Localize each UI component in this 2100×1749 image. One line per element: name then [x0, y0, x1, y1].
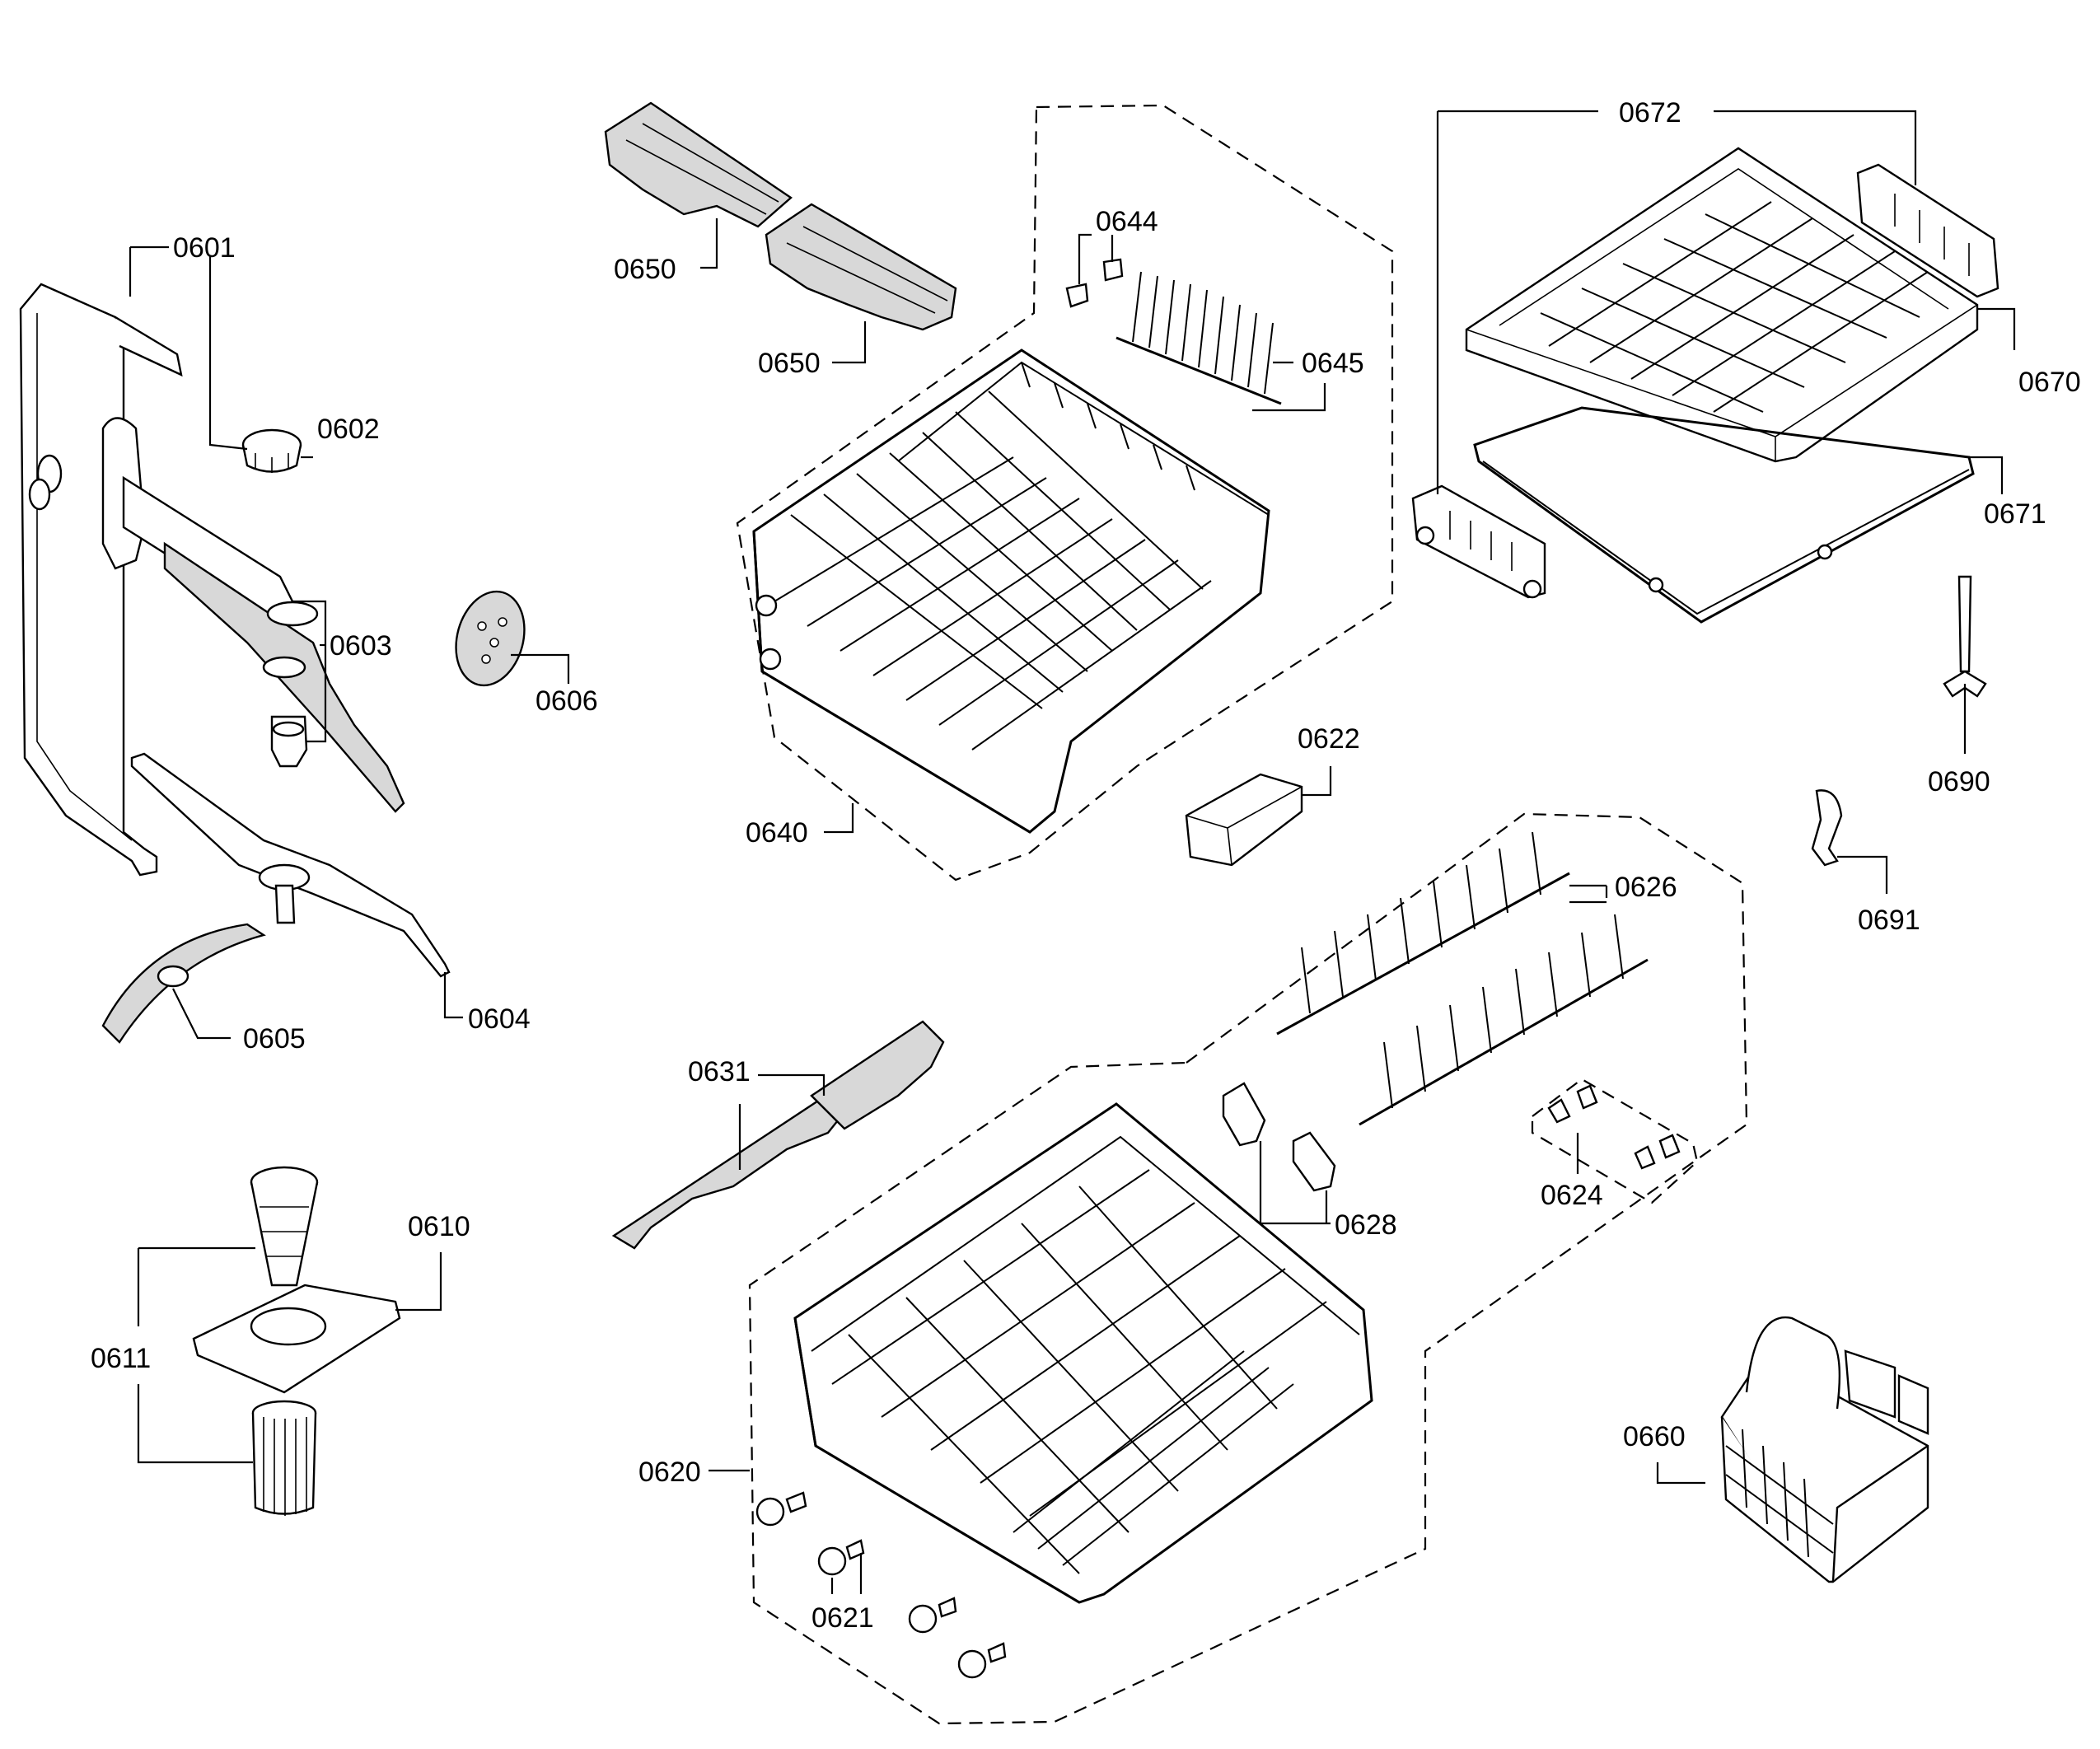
tine-row-upper-part [604, 101, 793, 228]
label-0624: 0624 [1541, 1180, 1603, 1211]
label-0631: 0631 [688, 1056, 751, 1087]
label-0650-upper: 0650 [614, 254, 676, 285]
drawer-rail-right-part [1856, 163, 1999, 298]
label-0610: 0610 [408, 1211, 470, 1242]
foldable-tine-row-part [611, 1020, 945, 1250]
label-0690: 0690 [1928, 766, 1990, 797]
label-0611: 0611 [91, 1343, 151, 1374]
nozzle-ring-part [241, 428, 302, 473]
side-tray-part [1185, 773, 1303, 867]
label-0628: 0628 [1335, 1209, 1397, 1241]
label-0645: 0645 [1302, 348, 1364, 379]
label-0602: 0602 [317, 414, 380, 445]
leader-lines [129, 110, 2016, 1594]
label-0604: 0604 [468, 1003, 531, 1035]
lower-spray-arm-part [130, 752, 451, 978]
drawer-rail-left-part [1411, 484, 1546, 599]
label-0650-lower: 0650 [758, 348, 821, 379]
rack-wheel-3-part [908, 1597, 957, 1634]
fine-filter-part [101, 923, 266, 1044]
rack-wheel-4-part [957, 1642, 1007, 1679]
upper-rack-basket-part [752, 348, 1270, 834]
label-0672: 0672 [1619, 97, 1681, 129]
hook-clip-part [1811, 789, 1843, 867]
rack-wheel-1-part [755, 1491, 807, 1527]
tine-clip-upper-part [1222, 1082, 1266, 1147]
tine-row-lower-part [765, 203, 957, 331]
label-0621: 0621 [811, 1602, 874, 1634]
label-0620: 0620 [638, 1457, 701, 1488]
sump-filter-part [192, 1166, 401, 1516]
label-0603: 0603 [330, 630, 392, 662]
clip-kit-part [1547, 1084, 1681, 1170]
tine-clip-lower-part [1292, 1131, 1336, 1192]
spindle-part [1943, 575, 1987, 698]
label-0622: 0622 [1298, 723, 1360, 755]
cutlery-drawer-part [1465, 147, 1979, 463]
lower-rack-group-outline [748, 812, 1748, 1725]
label-0644: 0644 [1096, 206, 1158, 237]
cutlery-basket-part [1720, 1316, 1929, 1583]
rack-clip-pair-part [1065, 258, 1124, 308]
upper-rack-group-outline [736, 104, 1394, 882]
cup-rack-tines-part [1115, 271, 1282, 405]
clip-kit-outline [1531, 1078, 1699, 1204]
label-0626: 0626 [1615, 872, 1677, 903]
label-0606: 0606 [536, 685, 598, 717]
label-0605: 0605 [243, 1023, 306, 1055]
label-0640: 0640 [746, 817, 808, 849]
filter-disc-part [455, 590, 526, 687]
label-0601: 0601 [173, 232, 236, 264]
label-0691: 0691 [1858, 905, 1920, 936]
label-0671: 0671 [1984, 498, 2046, 530]
part-number-labels: 0601 0602 0603 0604 0605 0606 0610 0611 … [91, 97, 2081, 1634]
label-0670: 0670 [2018, 367, 2081, 398]
lower-rack-basket-part [793, 1102, 1373, 1604]
plate-rack-tines-part [1276, 831, 1649, 1126]
label-0660: 0660 [1623, 1421, 1686, 1452]
rack-wheel-2-part [817, 1539, 865, 1576]
upper-spray-arm-part [101, 417, 405, 813]
drawer-slide-frame-part [1473, 406, 1975, 624]
